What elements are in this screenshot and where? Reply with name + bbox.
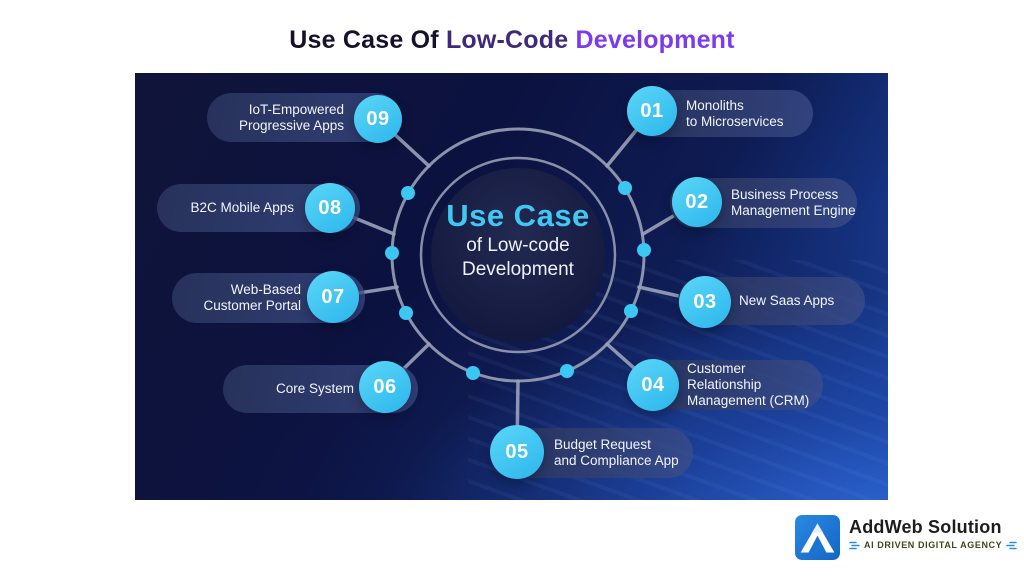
page-title: Use Case Of Low-Code Development bbox=[0, 26, 1024, 55]
center-line-3: Development bbox=[462, 259, 574, 280]
item-label-03: New Saas Apps bbox=[739, 293, 835, 308]
item-number-07: 07 bbox=[307, 271, 359, 323]
logo-tagline: AI DRIVEN DIGITAL AGENCY bbox=[849, 540, 1018, 550]
inner-ring bbox=[419, 156, 617, 354]
item-number-09: 09 bbox=[354, 95, 402, 143]
tagline-right-icon bbox=[1006, 541, 1018, 549]
item-number-03: 03 bbox=[679, 276, 731, 328]
item-label-09: IoT-Empowered Progressive Apps bbox=[238, 101, 344, 133]
addweb-logo-icon bbox=[795, 515, 840, 560]
diagram-panel: Use Case of Low-code Development IoT-Emp… bbox=[135, 73, 888, 500]
item-label-08: B2C Mobile Apps bbox=[190, 200, 294, 215]
orbit-dots bbox=[385, 181, 651, 380]
title-part-3: Development bbox=[575, 26, 735, 54]
item-label-01: Monoliths to Microservices bbox=[686, 97, 784, 129]
item-number-05: 05 bbox=[490, 425, 544, 479]
item-label-07: Web-Based Customer Portal bbox=[203, 282, 301, 313]
item-number-08: 08 bbox=[305, 183, 355, 233]
center-line-1: Use Case bbox=[446, 198, 590, 233]
item-label-06: Core System bbox=[275, 381, 354, 396]
title-part-2: Low-Code bbox=[445, 26, 576, 54]
item-number-01: 01 bbox=[627, 86, 677, 136]
footer-logo: AddWeb Solution AI DRIVEN DIGITAL AGENCY bbox=[795, 515, 1018, 560]
tagline-left-icon bbox=[849, 541, 860, 549]
center-disc bbox=[431, 168, 605, 342]
item-number-06: 06 bbox=[359, 361, 411, 413]
item-label-02: Business Process Management Engine bbox=[731, 187, 856, 218]
tagline-text: AI DRIVEN DIGITAL AGENCY bbox=[864, 540, 1003, 550]
item-number-04: 04 bbox=[627, 359, 679, 411]
logo-text-column: AddWeb Solution AI DRIVEN DIGITAL AGENCY bbox=[849, 515, 1018, 550]
title-part-1: Use Case Of bbox=[289, 26, 446, 54]
center-title: Use Case of Low-code Development bbox=[403, 198, 633, 282]
item-label-04: Customer Relationship Management (CRM) bbox=[687, 361, 810, 408]
logo-name: AddWeb Solution bbox=[849, 517, 1002, 537]
addweb-logo-mark bbox=[795, 515, 840, 560]
item-label-05: Budget Request and Compliance App bbox=[554, 437, 679, 468]
center-line-2: of Low-code bbox=[466, 235, 570, 256]
item-number-02: 02 bbox=[672, 177, 722, 227]
